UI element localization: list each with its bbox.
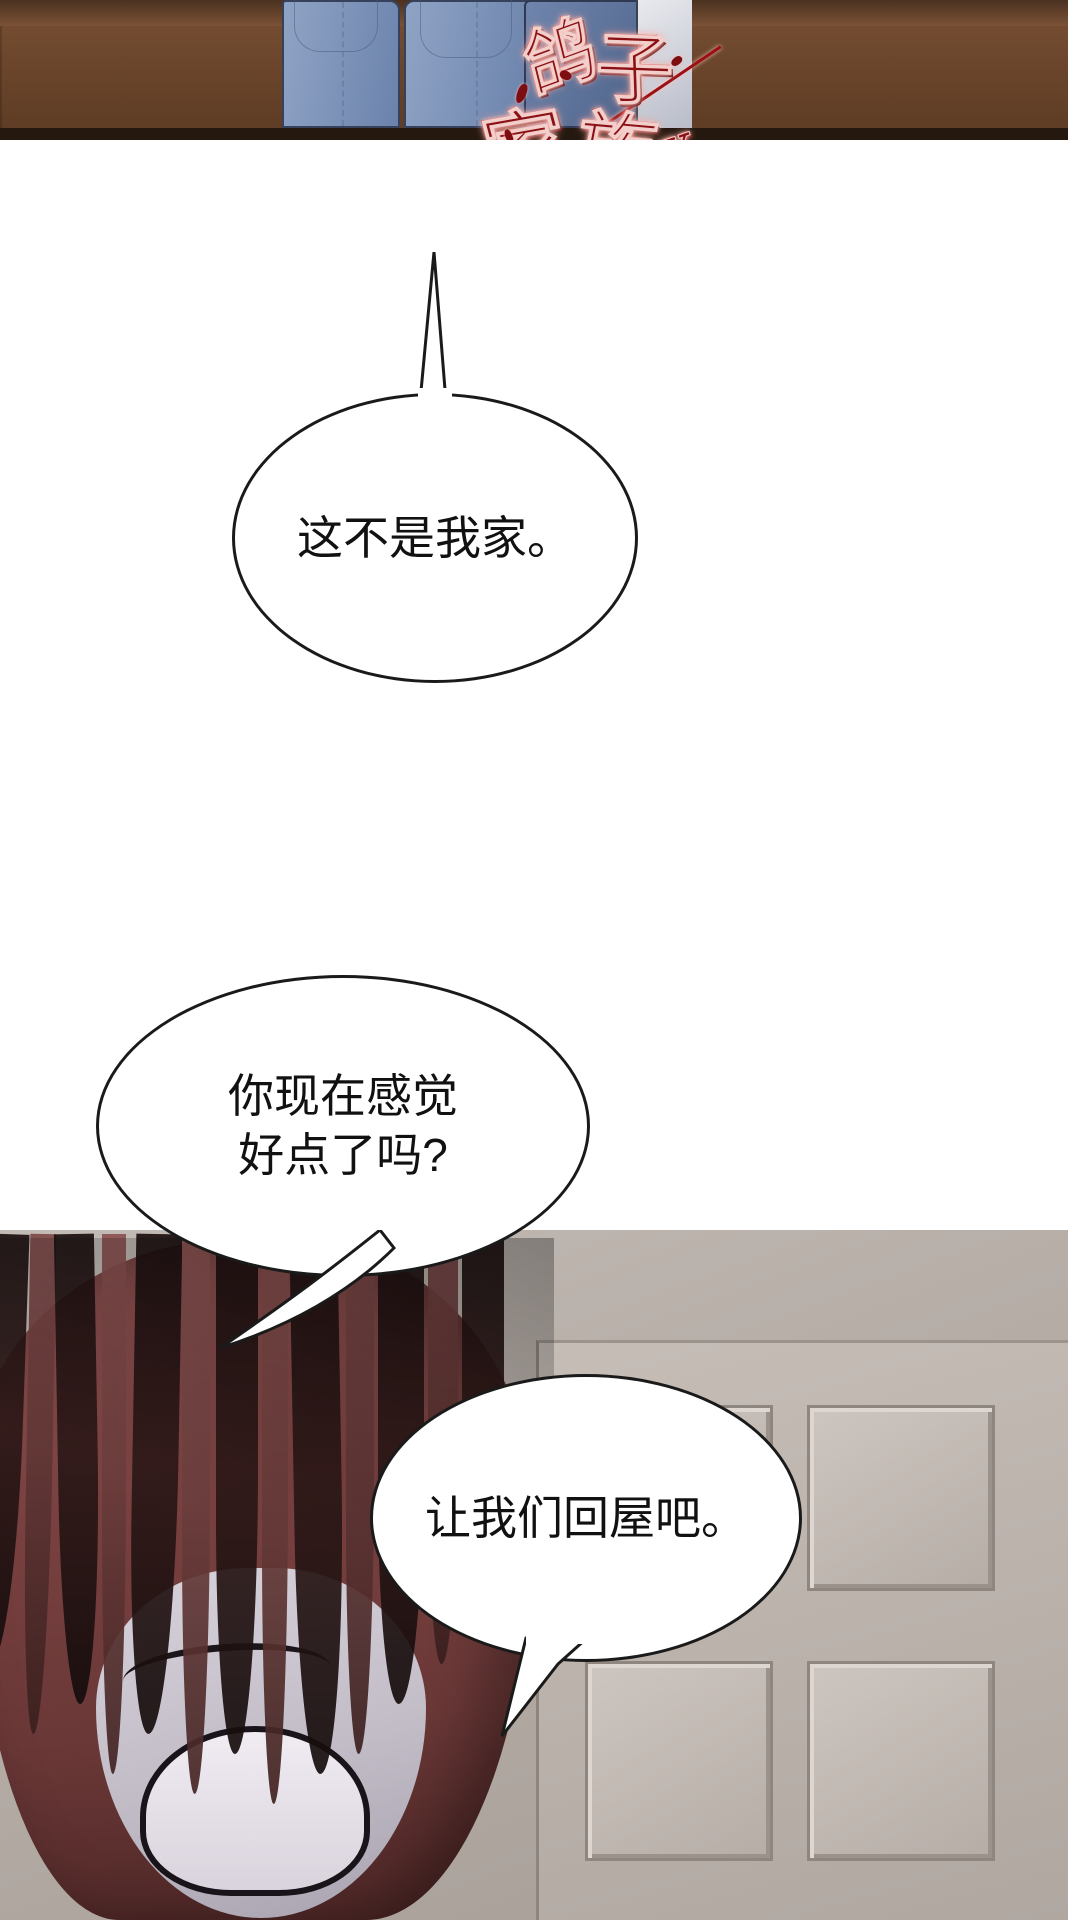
speech-bubble-this-is-not-my-home[interactable]: 这不是我家。 [232,393,638,683]
bubble-3-tail [500,1630,602,1737]
eyebrow [120,1636,332,1688]
bubble-1-tail [418,252,452,410]
door-panel-bottom-left [585,1661,773,1861]
speech-bubble-feeling-better[interactable]: 你现在感觉 好点了吗? [96,975,590,1277]
eye [140,1726,370,1896]
white-shirt [636,0,692,128]
speech-bubble-lets-go-inside[interactable]: 让我们回屋吧。 [370,1374,802,1662]
door-panel-bottom-right [807,1661,995,1861]
jeans-torso [524,0,644,128]
door-panel-top-right [807,1405,995,1591]
jeans-leg-right [404,0,532,128]
top-panel-wooden-wall [0,0,1068,140]
bubble-1-text: 这不是我家。 [297,511,573,564]
jeans-leg-left [282,0,400,128]
wall-baseboard [0,128,1068,140]
bubble-2-tail [219,1230,396,1350]
bubble-3-text: 让我们回屋吧。 [425,1491,747,1544]
bubble-2-text: 你现在感觉 好点了吗? [228,1070,458,1181]
